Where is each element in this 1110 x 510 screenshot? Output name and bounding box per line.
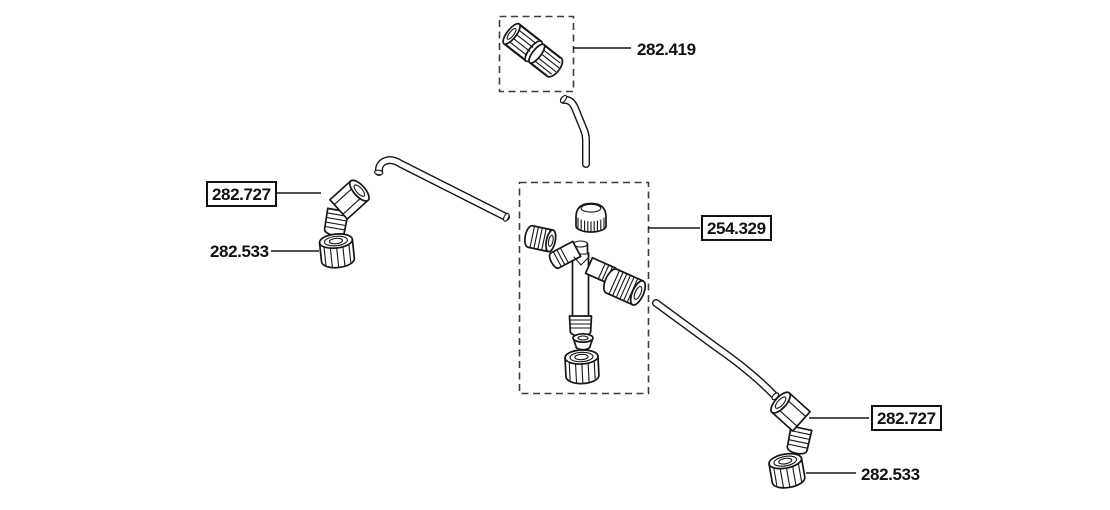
part-label-elbow-right: 282.727 [871, 405, 942, 431]
elbow-fitting-left-drawing [323, 179, 370, 237]
tube-opening [559, 94, 568, 104]
compression-nut-drawing [603, 268, 647, 306]
tube-opening [503, 212, 510, 222]
union-fitting-drawing [502, 22, 564, 78]
group-box-cross-assembly [518, 181, 650, 395]
top-tube-drawing [559, 94, 590, 168]
top-cap-drawing [575, 202, 607, 233]
elbow-fitting-right-drawing [770, 391, 813, 455]
side-cap-drawing [524, 224, 557, 253]
collet-nut-right-drawing [768, 452, 806, 489]
cross-assembly-drawing [524, 202, 647, 385]
group-box-union-fitting [498, 15, 575, 93]
bottom-nut-drawing [564, 349, 600, 385]
tube-opening [373, 169, 384, 176]
part-label-cross-assembly: 254.329 [701, 215, 772, 241]
part-label-elbow-left: 282.727 [206, 181, 277, 207]
collet-nut-left-drawing [318, 233, 356, 269]
part-label-union-fitting: 282.419 [637, 40, 696, 59]
part-label-nut-right: 282.533 [861, 465, 920, 484]
ferrule-drawing [572, 332, 594, 351]
left-tube-drawing [373, 155, 510, 222]
right-tube-drawing [652, 299, 780, 401]
part-label-nut-left: 282.533 [210, 242, 269, 261]
